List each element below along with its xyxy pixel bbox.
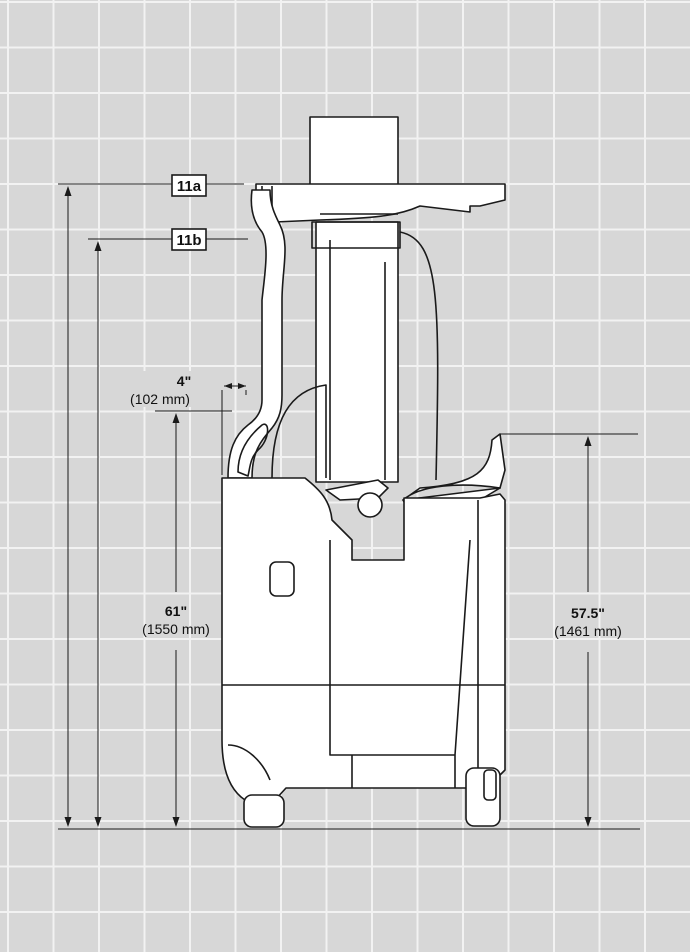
callout-box [171,228,207,251]
dimension-lines [58,183,640,830]
label-57in: 57.5" (1461 mm) [554,605,622,639]
callout-label: 11a [177,178,202,195]
dimension-value: 61" [165,603,187,619]
dimension-metric: (1461 mm) [554,623,622,639]
seat-back [271,384,327,479]
rear-wheel [465,767,501,827]
dimension-metric: (1550 mm) [142,621,210,637]
body-panel-lines [222,500,505,788]
callout-11b: 11b [171,228,207,251]
callout-box [171,174,207,197]
wheel-arch [227,744,271,781]
rear-wheel-hub [483,769,497,801]
dimension-arrows [64,186,592,827]
dimension-metric: (102 mm) [130,391,190,407]
dimension-value: 4" [177,373,191,389]
label-61in: 61" (1550 mm) [142,603,210,637]
label-4in: 4" (102 mm) [130,371,220,407]
main-body [221,477,506,801]
handle-grip [237,423,269,477]
mast-detail [311,221,401,480]
top-box [309,116,399,186]
dimension-value: 57.5" [571,605,605,621]
control-knob [357,492,383,518]
side-window [269,561,295,597]
label-bg [132,371,220,407]
arrows-4 [224,383,246,389]
callout-11a: 11a [171,174,207,197]
hose [399,231,439,481]
front-wheel [243,794,285,828]
machine-drawing [221,116,506,828]
callout-label: 11b [176,232,201,249]
